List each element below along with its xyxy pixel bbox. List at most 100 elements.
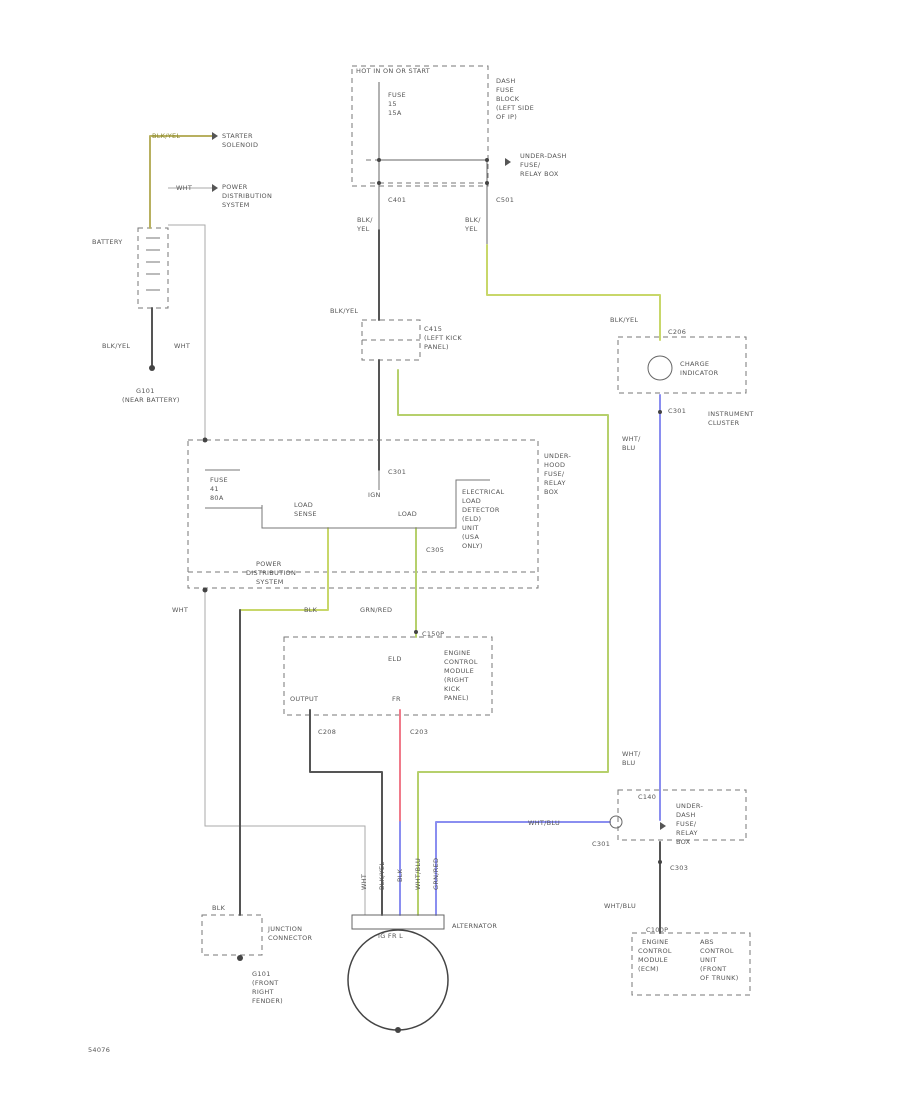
label-abs-3: UNIT — [700, 956, 717, 964]
label-eld-2: LOAD — [462, 497, 481, 505]
label-starter-solenoid-2: SOLENOID — [222, 141, 258, 149]
label-c305: C305 — [426, 546, 444, 554]
label-under-hood-2: HOOD — [544, 461, 565, 469]
load-sense-wire — [239, 527, 329, 611]
label-eld-4: (ELD) — [462, 515, 481, 523]
label-dash-fuse-4: (LEFT SIDE — [496, 104, 534, 112]
label-junction-connector-2: CONNECTOR — [268, 934, 313, 942]
label-udf-top: UNDER-DASH — [520, 152, 567, 160]
label-c301-ign: C301 — [388, 468, 406, 476]
label-wht-blu-3: WHT/BLU — [528, 819, 560, 827]
label-wht-blu-1: WHT/ — [622, 435, 641, 443]
label-footer-code: 54076 — [88, 1046, 110, 1054]
label-ecm-4: (RIGHT — [444, 676, 469, 684]
label-ecm-6: PANEL) — [444, 694, 469, 702]
label-alt-wire-wht: WHT — [360, 874, 368, 890]
label-power-dist-3: SYSTEM — [222, 201, 250, 209]
label-abs-2: CONTROL — [700, 947, 734, 955]
label-abs: ABS — [700, 938, 714, 946]
label-under-hood-5: BOX — [544, 488, 559, 496]
label-ecm-2: CONTROL — [444, 658, 478, 666]
under-dash-fuse-box-bottom — [617, 789, 747, 841]
c501-to-cluster-wire — [486, 244, 661, 341]
label-under-hood-4: RELAY — [544, 479, 566, 487]
label-wht-blu-1b: BLU — [622, 444, 635, 452]
label-dash-fuse: DASH — [496, 77, 516, 85]
label-starter-solenoid: STARTER — [222, 132, 253, 140]
label-c100p: C100P — [646, 926, 668, 934]
battery-box — [137, 227, 169, 309]
label-blk-yel-2: BLK/ — [465, 216, 481, 224]
label-c203: C203 — [410, 728, 428, 736]
label-eld: ELECTRICAL — [462, 488, 504, 496]
label-hot-in-on: HOT IN ON OR START — [356, 67, 430, 75]
label-g101-bottom-4: FENDER) — [252, 997, 283, 1005]
label-load-detect: LOAD — [398, 510, 417, 518]
ecm-box — [283, 636, 493, 716]
label-c415-2: (LEFT KICK — [424, 334, 462, 342]
label-junction-connector: JUNCTION — [267, 925, 302, 933]
under-hood-fuse-box — [187, 439, 539, 589]
label-abs-5: OF TRUNK) — [700, 974, 739, 982]
output-wire — [309, 709, 383, 916]
label-udf-bottom-5: BOX — [676, 838, 691, 846]
label-c150p: C150P — [422, 630, 444, 638]
label-load-sense-2: SENSE — [294, 510, 317, 518]
label-fr: FR — [392, 695, 401, 703]
label-ecm-5: KICK — [444, 685, 461, 693]
label-eld-7: ONLY) — [462, 542, 483, 550]
label-fuse15-num: 15 — [388, 100, 397, 108]
label-pds-bottom: POWER — [256, 560, 282, 568]
junction-connector-box — [201, 914, 263, 956]
charge-indicator-lamp — [647, 355, 673, 381]
label-udf-top-3: RELAY BOX — [520, 170, 559, 178]
label-instrument-cluster-2: CLUSTER — [708, 419, 740, 427]
label-c303: C303 — [670, 864, 688, 872]
label-pds-bottom-3: SYSTEM — [256, 578, 284, 586]
label-under-hood-3: FUSE/ — [544, 470, 565, 478]
label-fuse-pds: FUSE — [210, 476, 228, 484]
label-abs-4: (FRONT — [700, 965, 727, 973]
wht-power-wire — [168, 187, 366, 915]
label-alt-wire-grnred: GRN/RED — [432, 858, 440, 890]
instrument-cluster-box — [617, 336, 747, 394]
label-eld-3: DETECTOR — [462, 506, 500, 514]
power-dist-arrow — [212, 184, 218, 192]
label-ign: IGN — [368, 491, 381, 499]
label-ecm2-4: (ECM) — [638, 965, 659, 973]
ground-dot-junction — [237, 955, 243, 961]
label-c415-3: PANEL) — [424, 343, 449, 351]
label-wht-blu-4: WHT/BLU — [604, 902, 636, 910]
label-fuse15-amp: 15A — [388, 109, 402, 117]
alternator-ground-dot — [395, 1027, 401, 1033]
label-ecm2-2: CONTROL — [638, 947, 672, 955]
alternator-body — [347, 929, 449, 1031]
label-eld-6: (USA — [462, 533, 479, 541]
label-dash-fuse-2: FUSE — [496, 86, 514, 94]
wht-blu-alternator-wire — [435, 821, 611, 916]
label-ecm: ENGINE — [444, 649, 471, 657]
label-c401: C401 — [388, 196, 406, 204]
label-blk-yel-c415: BLK/YEL — [330, 307, 358, 315]
label-alternator: ALTERNATOR — [452, 922, 497, 930]
label-ecm2: ENGINE — [642, 938, 669, 946]
label-wht-left: WHT — [174, 342, 190, 350]
label-blk-yel-1: BLK/ — [357, 216, 373, 224]
eld-internal — [205, 469, 490, 529]
label-alt-wire-blk: BLK — [396, 868, 404, 882]
label-fuse15: FUSE — [388, 91, 406, 99]
label-charge-indicator: CHARGE — [680, 360, 709, 368]
label-c208: C208 — [318, 728, 336, 736]
label-power-dist: POWER — [222, 183, 248, 191]
label-blk-yel-1b: YEL — [356, 225, 370, 233]
label-udf-bottom: UNDER- — [676, 802, 703, 810]
label-wht-mid: WHT — [172, 606, 188, 614]
label-g101-bottom-2: (FRONT — [252, 979, 279, 987]
dash-fuse-block-box — [351, 65, 489, 187]
label-blk-junction: BLK — [212, 904, 226, 912]
label-blk-yel-c206: BLK/YEL — [610, 316, 638, 324]
label-wht-blu-2b: BLU — [622, 759, 635, 767]
label-blk-mid: BLK — [304, 606, 318, 614]
grn-red-alternator-wire — [397, 369, 609, 916]
